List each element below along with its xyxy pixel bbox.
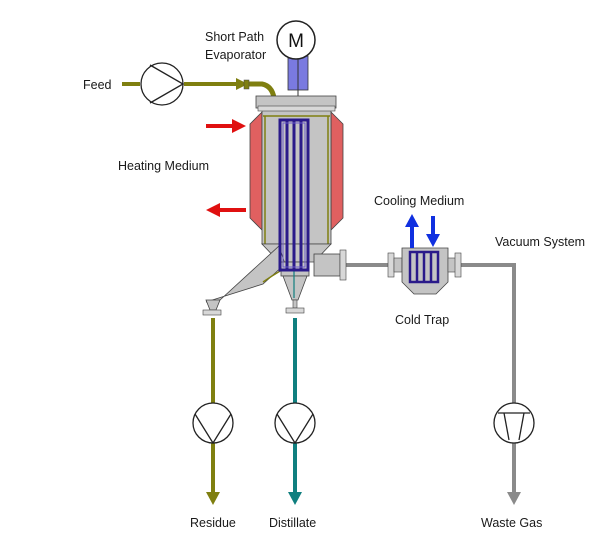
cooling-medium-label: Cooling Medium	[374, 194, 464, 208]
waste-gas-label: Waste Gas	[481, 516, 542, 530]
vacuum-pump-icon	[493, 402, 535, 444]
heating-medium-label: Heating Medium	[118, 159, 209, 173]
cold-trap-label: Cold Trap	[395, 313, 449, 327]
evaporator-vessel	[202, 95, 347, 316]
residue-label: Residue	[190, 516, 236, 530]
residue-pump-icon	[192, 402, 234, 445]
cold-trap	[387, 247, 462, 295]
feed-pump-icon	[140, 62, 185, 106]
heating-in-arrow	[206, 119, 246, 133]
evaporator-label-line2: Evaporator	[205, 48, 266, 62]
motor-label: M	[288, 31, 304, 52]
internal-condenser	[278, 118, 310, 272]
cooling-in-arrow	[426, 216, 440, 247]
vacuum-system-label: Vacuum System	[495, 235, 585, 249]
heating-out-arrow	[206, 203, 246, 217]
heating-jacket	[249, 111, 344, 231]
distillate-pump-icon	[274, 402, 316, 445]
motor: M	[276, 20, 316, 100]
motor-icon	[276, 20, 316, 60]
evaporator-label-line1: Short Path	[205, 30, 264, 44]
distillate-line	[288, 318, 302, 505]
vacuum-line	[345, 263, 521, 505]
cooling-out-arrow	[405, 214, 419, 248]
distillate-label: Distillate	[269, 516, 316, 530]
feed-label: Feed	[83, 78, 112, 92]
residue-line	[206, 318, 220, 505]
